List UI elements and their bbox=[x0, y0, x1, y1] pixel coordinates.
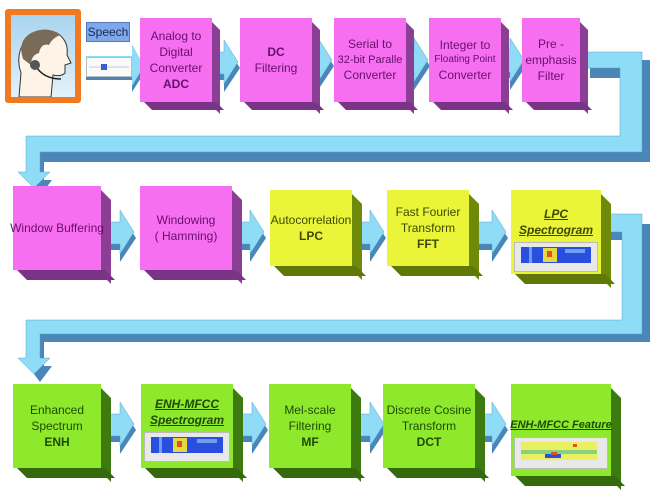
block-int-float: Integer to Floating Point Converter bbox=[429, 18, 513, 114]
block-adc: Analog to Digital Converter ADC bbox=[140, 18, 224, 114]
dc-abbr: DC bbox=[267, 44, 285, 59]
feature-title: ENH-MFCC Feature bbox=[510, 419, 612, 431]
fft-abbr: FFT bbox=[417, 237, 439, 252]
mf-line-1: Mel-scale bbox=[284, 402, 336, 417]
dc-line-1: Filtering bbox=[254, 61, 298, 75]
block-enh-mfcc-spectrogram: ENH-MFCC Spectrogram bbox=[141, 384, 247, 482]
block-dct: Discrete Cosine Transform DCT bbox=[383, 384, 489, 482]
adc-line-3: Converter bbox=[149, 61, 203, 75]
auto-abbr: LPC bbox=[299, 229, 323, 243]
block-pre-emphasis: Pre - emphasis Filter bbox=[522, 18, 592, 114]
fft-line-2: Transform bbox=[400, 220, 456, 235]
win-line-1: Windowing bbox=[156, 212, 216, 227]
dct-line-1: Discrete Cosine bbox=[386, 402, 472, 417]
lpc-spec-title-2: Spectrogram bbox=[518, 223, 594, 238]
pre-line-2: emphasis bbox=[525, 52, 577, 67]
block-lpc-spectrogram: LPC Spectrogram bbox=[511, 190, 615, 288]
lpc-spec-title-1: LPC bbox=[544, 207, 568, 221]
enh-line-2: Spectrum bbox=[31, 418, 83, 433]
int-line-1: Integer to bbox=[439, 38, 491, 53]
block-windowing: Windowing ( Hamming) bbox=[140, 186, 246, 284]
block-autocorrelation-lpc: Autocorrelation LPC bbox=[270, 190, 366, 280]
enh-line-1: Enhanced bbox=[29, 402, 85, 417]
block-fft: Fast Fourier Transform FFT bbox=[387, 190, 483, 280]
adc-line-2: Digital bbox=[159, 44, 193, 59]
serial-line-2: 32-bit Paralle bbox=[337, 53, 403, 66]
lpc-spectrogram-image bbox=[514, 242, 598, 273]
block-enh-mfcc-feature: ENH-MFCC Feature bbox=[510, 384, 625, 490]
mf-abbr: MF bbox=[301, 435, 319, 450]
enh-abbr: ENH bbox=[44, 435, 70, 450]
int-line-3: Converter bbox=[438, 67, 492, 82]
waveform-icon bbox=[86, 57, 132, 77]
wb-line-1: Window Buffering bbox=[10, 220, 104, 235]
enh-spec-title-2: Spectrogram bbox=[149, 413, 225, 428]
serial-line-3: Converter bbox=[343, 68, 397, 83]
arrow-loop-1 bbox=[17, 51, 650, 196]
auto-line-1: Autocorrelation bbox=[270, 212, 352, 227]
win-line-2: ( Hamming) bbox=[154, 229, 218, 243]
enh-spec-title-1: ENH-MFCC bbox=[155, 397, 219, 411]
adc-abbr: ADC bbox=[163, 77, 189, 92]
dct-abbr: DCT bbox=[416, 435, 442, 450]
speaker-head-icon bbox=[11, 15, 75, 97]
block-window-buffering: Window Buffering bbox=[10, 186, 115, 284]
serial-line-1: Serial to bbox=[347, 37, 393, 52]
speaker-frame bbox=[5, 9, 81, 103]
mf-line-2: Filtering bbox=[288, 418, 332, 433]
block-dc-filtering: DC Filtering bbox=[240, 18, 324, 114]
int-line-2: Floating Point bbox=[434, 54, 496, 66]
pre-line-3: Filter bbox=[537, 69, 565, 84]
speech-label: Speech bbox=[86, 22, 130, 42]
block-mel-scale-filtering: Mel-scale Filtering MF bbox=[269, 384, 365, 482]
fft-line-1: Fast Fourier bbox=[395, 204, 461, 219]
dct-line-2: Transform bbox=[401, 418, 457, 433]
adc-line-1: Analog to bbox=[150, 28, 202, 43]
enh-mfcc-feature-image bbox=[514, 436, 608, 469]
pre-line-1: Pre - bbox=[537, 36, 564, 51]
block-enhanced-spectrum: Enhanced Spectrum ENH bbox=[13, 384, 115, 482]
enh-mfcc-spectrogram-image bbox=[144, 432, 230, 463]
block-serial-parallel: Serial to 32-bit Paralle Converter bbox=[334, 18, 418, 114]
arrow-loop-2 bbox=[17, 213, 650, 382]
